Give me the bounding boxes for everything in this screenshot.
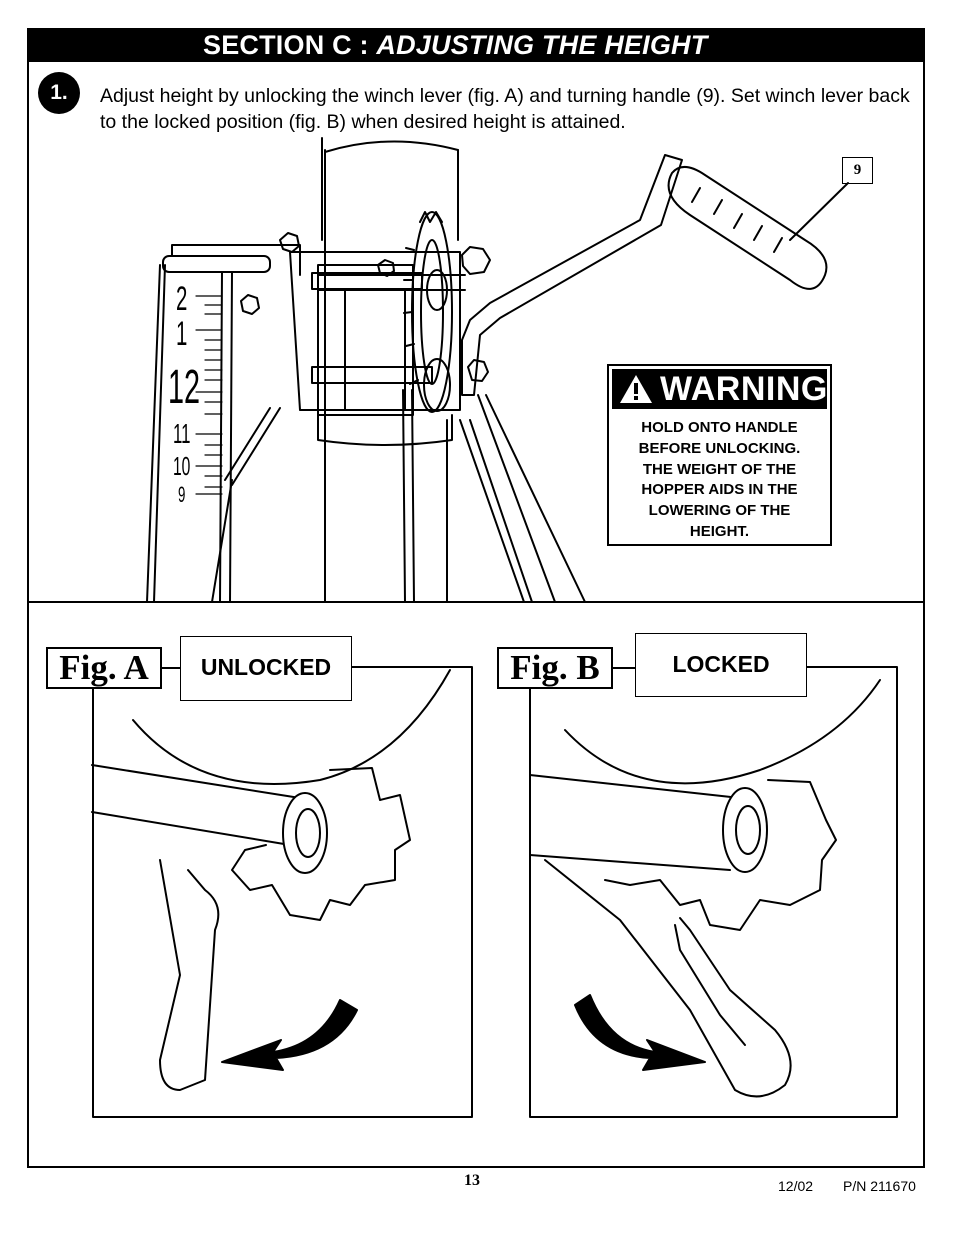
warning-line: LOWERING OF THE bbox=[648, 502, 791, 520]
warning-line: THE WEIGHT OF THE bbox=[642, 460, 797, 478]
fig-b-label: Fig. B bbox=[497, 647, 613, 689]
section-header: SECTION C : ADJUSTING THE HEIGHT bbox=[27, 28, 925, 62]
fig-a-illustration bbox=[91, 666, 473, 1118]
tripod-legs bbox=[146, 264, 586, 603]
scale-label: 1 bbox=[176, 315, 188, 353]
part-callout: 9 bbox=[842, 157, 873, 184]
warning-box: WARNING HOLD ONTO HANDLE BEFORE UNLOCKIN… bbox=[607, 364, 832, 546]
page-frame bbox=[27, 28, 925, 1168]
section-heading: ADJUSTING THE HEIGHT bbox=[376, 30, 708, 60]
page-number: 13 bbox=[464, 1172, 480, 1189]
winch-gear bbox=[403, 211, 453, 413]
fig-b-illustration bbox=[529, 666, 898, 1118]
fig-b-state: LOCKED bbox=[635, 633, 807, 697]
scale-label: 12 bbox=[168, 361, 201, 414]
warning-line: HEIGHT. bbox=[689, 522, 750, 540]
step-instruction: Adjust height by unlocking the winch lev… bbox=[100, 85, 910, 133]
fig-a-state: UNLOCKED bbox=[180, 636, 352, 701]
warning-header: WARNING bbox=[612, 369, 827, 409]
section-label: SECTION C : bbox=[203, 30, 377, 60]
warning-title: WARNING bbox=[660, 370, 828, 408]
warning-line: BEFORE UNLOCKING. bbox=[638, 439, 801, 457]
fig-a-connector bbox=[162, 667, 181, 669]
scale-label: 9 bbox=[178, 482, 186, 507]
fig-b-connector bbox=[613, 667, 636, 669]
section-divider bbox=[27, 601, 925, 603]
scale-label: 10 bbox=[173, 451, 191, 481]
pole bbox=[321, 137, 459, 603]
scale-label: 11 bbox=[173, 418, 191, 449]
warning-line: HOLD ONTO HANDLE bbox=[641, 419, 798, 436]
footer-part-number: P/N 211670 bbox=[843, 1178, 916, 1194]
scale-label: 2 bbox=[176, 280, 188, 318]
crank-handle bbox=[461, 154, 849, 396]
step-number-badge: 1. bbox=[38, 72, 80, 114]
fig-a-label: Fig. A bbox=[46, 647, 162, 689]
warning-text: HOLD ONTO HANDLE BEFORE UNLOCKING. THE W… bbox=[609, 418, 830, 543]
warning-triangle-icon bbox=[620, 375, 652, 403]
section-title: SECTION C : ADJUSTING THE HEIGHT bbox=[203, 28, 707, 62]
footer-date: 12/02 bbox=[778, 1178, 814, 1194]
warning-line: HOPPER AIDS IN THE bbox=[641, 481, 798, 499]
height-scale bbox=[162, 244, 301, 603]
